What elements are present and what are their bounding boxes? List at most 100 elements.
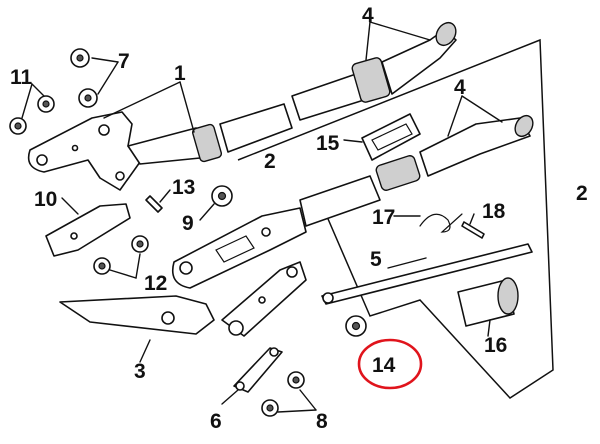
- part-8-nuts: [261, 371, 305, 417]
- sleeve-opening: [497, 277, 519, 315]
- bolt-13: [145, 195, 163, 213]
- group-2-frame: [237, 38, 554, 399]
- callout-16: 16: [484, 334, 507, 357]
- callout-7: 7: [118, 50, 130, 73]
- callout-12: 12: [144, 272, 167, 295]
- grip-end-cap: [435, 21, 457, 47]
- leader-15: [343, 139, 363, 143]
- callout-18: 18: [482, 200, 506, 223]
- latch-plate-body: [361, 113, 421, 161]
- callout-15: 15: [316, 132, 340, 155]
- small-link-hole: [269, 347, 279, 357]
- nut-8a-hole: [292, 376, 300, 384]
- pad-body: [45, 203, 131, 257]
- part-16-sleeve: [457, 277, 519, 327]
- lower-arm-hole: [261, 227, 271, 237]
- leader-9: [199, 203, 215, 221]
- part-13-bolt: [145, 195, 163, 213]
- nut-9-hole: [217, 191, 227, 201]
- arm-tube-mid: [219, 103, 293, 153]
- leader-16: [487, 319, 491, 337]
- pad-hole: [70, 232, 78, 240]
- callout-2: 2: [576, 182, 588, 205]
- callout-11: 11: [10, 66, 33, 89]
- callout-4: 4: [362, 4, 374, 27]
- link-plate-hole: [286, 266, 298, 278]
- lower-arm-slot: [215, 235, 255, 263]
- arm-sleeve: [191, 123, 223, 163]
- leader-11: [21, 83, 33, 119]
- link-plate: [221, 261, 307, 337]
- lower-arm-plate: [171, 207, 307, 289]
- leader-1: [103, 81, 181, 119]
- handle-grip-4-lower: [419, 117, 531, 177]
- rod-end-hole: [322, 292, 334, 304]
- leader-13: [159, 189, 171, 203]
- callout-6: 6: [210, 410, 222, 433]
- callout-14: 14: [372, 354, 396, 377]
- callout-2: 2: [264, 150, 276, 173]
- part-12-nuts: [93, 235, 149, 275]
- leader-8: [277, 409, 317, 413]
- nut-7b-hole: [84, 94, 92, 102]
- leader-7: [91, 57, 119, 63]
- small-link-body: [233, 347, 283, 393]
- bracket-hole: [115, 171, 125, 181]
- leader-6: [221, 389, 239, 405]
- part-9-nut: [211, 185, 233, 207]
- leader-3: [139, 339, 151, 363]
- washer-14-hole: [351, 321, 361, 331]
- leader-18: [469, 213, 475, 225]
- leader-5: [387, 257, 427, 269]
- link-plate-hole: [228, 320, 244, 336]
- grip-sleeve: [351, 57, 391, 103]
- nut-7a-hole: [76, 54, 84, 62]
- leader-lines: [21, 21, 503, 413]
- bracket-hole: [98, 124, 110, 136]
- part-2-lower-arm: [171, 114, 534, 289]
- leader-1: [179, 81, 195, 133]
- leader-4b: [447, 95, 463, 137]
- callout-1: 1: [174, 62, 186, 85]
- bracket-hole: [36, 154, 48, 166]
- blade-body: [59, 295, 215, 335]
- callout-8: 8: [316, 410, 328, 433]
- part-7-nuts: [70, 48, 98, 108]
- part-15-latch-plate: [361, 113, 421, 161]
- leader-8: [299, 389, 317, 411]
- leader-11: [31, 83, 45, 97]
- nut-11a-hole: [14, 122, 22, 130]
- nut-12a-hole: [136, 240, 144, 248]
- part-11-nuts: [9, 95, 55, 135]
- pin-body: [461, 221, 485, 239]
- part-5-rod: [321, 243, 533, 305]
- part-14-washer: [345, 315, 367, 337]
- leader-4b: [461, 95, 503, 123]
- leader-4a: [365, 21, 371, 61]
- part-18-pin: [461, 221, 485, 239]
- callout-13: 13: [172, 176, 195, 199]
- leader-7: [97, 61, 119, 95]
- lower-arm-tube: [299, 175, 381, 227]
- bracket-hole: [71, 144, 79, 152]
- leader-4a: [369, 21, 431, 41]
- leader-12: [109, 269, 137, 279]
- part-10-pad: [45, 203, 131, 257]
- part-6-small-link: [233, 347, 283, 393]
- highlight-circle-14: [357, 338, 423, 390]
- leader-10: [61, 197, 79, 215]
- callout-labels: 1 2 2 3 4 4 5 6 7 8 9 10 11 12 13 14 15 …: [10, 4, 588, 433]
- part-17-spring: [419, 213, 463, 233]
- callout-5: 5: [370, 248, 382, 271]
- callout-3: 3: [134, 360, 146, 383]
- part-3-blade: [59, 295, 215, 335]
- arm-bracket-plate: [27, 111, 141, 191]
- assembly-frame-outline: [237, 38, 554, 399]
- arm-tube-left: [127, 127, 201, 165]
- nut-8b-hole: [266, 404, 274, 412]
- nut-12b-hole: [98, 262, 106, 270]
- lower-grip-end-cap: [514, 114, 534, 138]
- nut-11b-hole: [42, 100, 50, 108]
- link-plate-hole: [258, 296, 266, 304]
